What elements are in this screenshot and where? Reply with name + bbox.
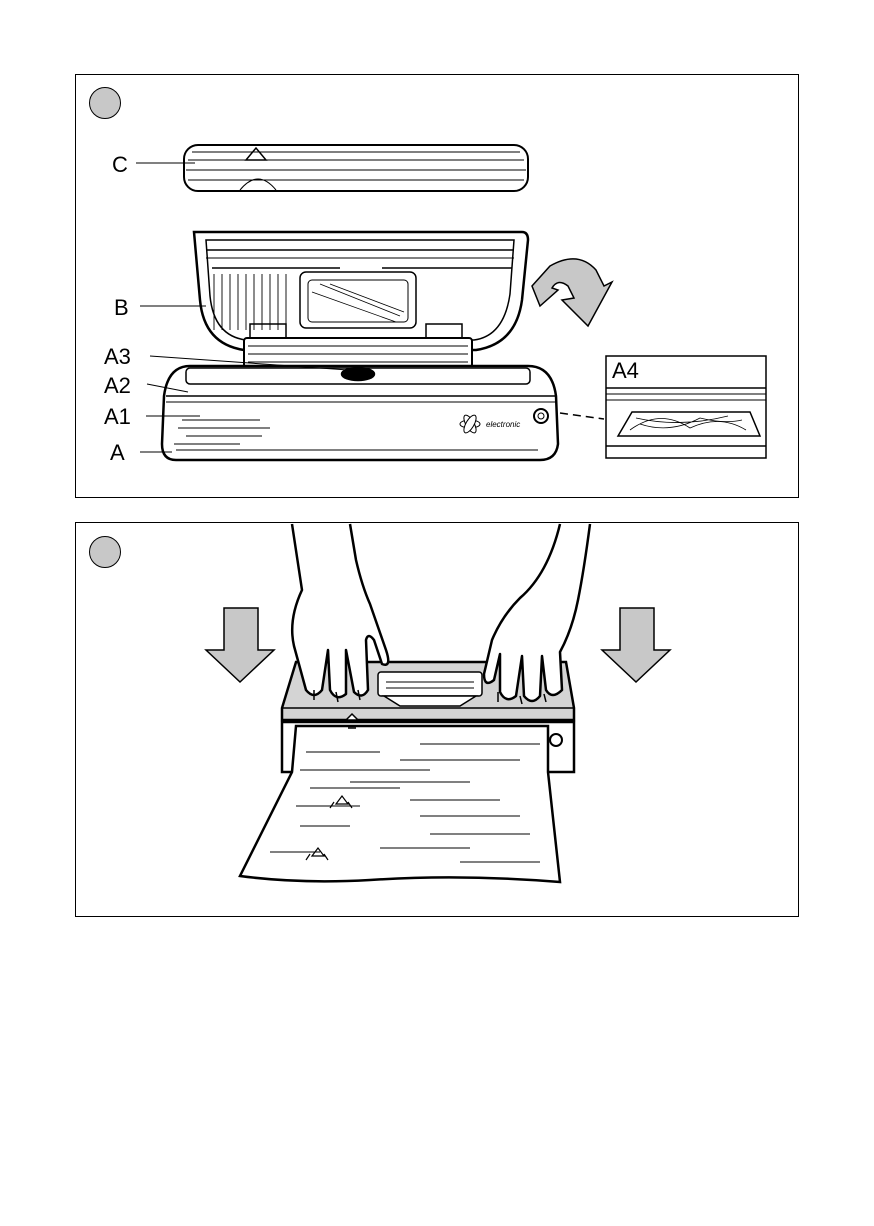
label-a1: A1 [104, 404, 131, 429]
bag-roll-c [184, 145, 528, 191]
label-b: B [114, 295, 129, 320]
press-down-arrow-right-icon [602, 608, 670, 682]
label-a2: A2 [104, 373, 131, 398]
cord-storage-inset-a4 [560, 356, 766, 458]
label-a: A [110, 440, 125, 465]
brand-electronic-text: electronic [486, 420, 520, 429]
right-hand [484, 524, 590, 704]
label-c: C [112, 152, 128, 177]
lid-b [194, 232, 528, 350]
base-unit-a [162, 366, 558, 460]
rotate-arrow-icon [532, 259, 612, 326]
press-down-arrow-left-icon [206, 608, 274, 682]
label-a4: A4 [612, 358, 639, 383]
label-a3: A3 [104, 344, 131, 369]
